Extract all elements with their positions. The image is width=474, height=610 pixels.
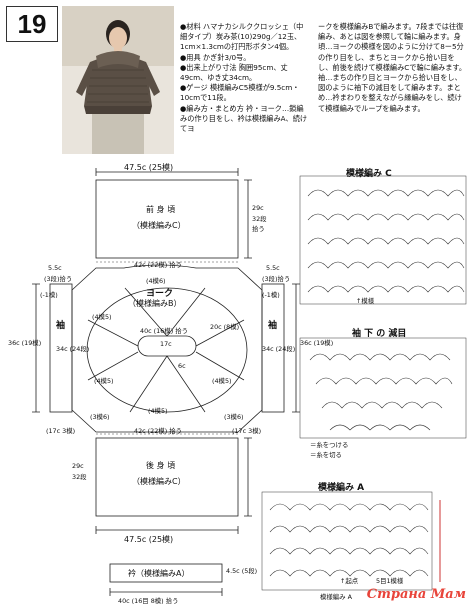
yoke-label: ヨーク xyxy=(146,289,174,299)
gauge-line: ●ゲージ 模様編みC5模様が9.5cm・10cmで11段。 xyxy=(180,83,300,103)
tools-line: ●用具 かぎ針3/0号。 xyxy=(180,52,251,62)
rows-front-label: 32段 xyxy=(252,215,267,223)
minus1-left-label: (-1模) xyxy=(40,291,58,299)
back-pattern-label: （模様編みC） xyxy=(132,477,186,486)
width-top-label: 47.5c (25模) xyxy=(124,163,174,172)
right-sleeve-shape xyxy=(261,283,285,413)
m36-right-label: (3模6) xyxy=(224,413,244,421)
collar-width-label: 40c (16目 8模) 拾う xyxy=(118,597,179,605)
c55-left-label: 5.5c xyxy=(48,264,62,272)
chart-c-caption: ↑模様 xyxy=(356,297,375,305)
chart-a-area xyxy=(261,491,433,591)
chart-decrease-title: 袖 下 の 減目 xyxy=(352,329,407,339)
front-pattern-label: （模様編みC） xyxy=(132,221,186,230)
m45-bottom-label: (4模5) xyxy=(148,407,168,415)
collar-height-label: 4.5c (5段) xyxy=(226,567,258,575)
sleeve-right-label: 袖 xyxy=(268,321,278,331)
width-bottom-label: 47.5c (25模) xyxy=(124,535,174,544)
mid-bottom-label: 42c (22模) 拾う xyxy=(134,427,182,435)
chart-a-bottom-label: 模様編み A xyxy=(320,593,352,601)
model-photo xyxy=(62,6,174,154)
c17-left-label: (17c 3模) xyxy=(46,427,76,435)
chart-a-stitches xyxy=(269,503,429,577)
c34-right-label: 34c (24段) xyxy=(262,345,296,353)
yoke-round xyxy=(86,287,248,413)
legend-cut: ＝糸を切る xyxy=(310,451,342,459)
c17-right-label: (17c 3模) xyxy=(232,427,262,435)
left-sleeve-shape xyxy=(49,283,73,413)
front-body-shape xyxy=(95,179,239,259)
rows-back-label: 32段 xyxy=(72,473,87,481)
c55-pick-left-label: (3段)拾う xyxy=(44,275,73,283)
front-body-label: 前 身 頃 xyxy=(146,205,176,214)
yoke-pattern-label: （模様編みB） xyxy=(128,299,182,308)
back-body-label: 後 身 頃 xyxy=(146,461,176,470)
height-back-label: 29c xyxy=(72,462,84,470)
chart-a-caption: 5目1模様 xyxy=(376,577,404,585)
height-front-label: 29c xyxy=(252,204,264,212)
legend-attach: ＝糸をつける xyxy=(310,441,349,449)
materials-list: ●材料 ハマナカシルククロッシェ（中細タイプ）炭み茶(10)290g／12玉、1… xyxy=(180,22,310,134)
collar-label: 衿（模様編みA） xyxy=(128,569,190,578)
c55-pick-right-label: (3段)拾う xyxy=(262,275,291,283)
chart-decrease-stitches xyxy=(309,353,453,431)
mid-top-label: 42c (22模) 拾う xyxy=(134,261,182,269)
watermark-text: Страна Мам xyxy=(366,587,466,602)
chart-c-area xyxy=(299,175,467,305)
chart-decrease-area xyxy=(299,337,467,439)
m46-top-label: (4模6) xyxy=(146,277,166,285)
page-number: 19 xyxy=(6,6,58,42)
size-line: ●出来上がり寸法 胸囲95cm、丈49cm、ゆき丈34cm。 xyxy=(180,62,288,83)
chart-c-stitches xyxy=(307,189,465,293)
chart-a-arrow: ↑起点 xyxy=(340,577,359,585)
m45-left-bottom-label: (4模5) xyxy=(94,377,114,385)
chart-a-title: 模様編み A xyxy=(318,483,365,493)
chart-c-title: 模様編み C xyxy=(346,169,392,179)
c17-label: 17c xyxy=(160,340,172,348)
m45-left-label: (4模5) xyxy=(92,313,112,321)
c40-label: 40c (16模) 拾う xyxy=(140,327,188,335)
c34-left-label: 34c (24段) xyxy=(56,345,90,353)
yoke-shape xyxy=(71,264,263,433)
m45-right-bottom-label: (4模5) xyxy=(212,377,232,385)
back-body-shape xyxy=(95,437,239,517)
m36-left-label: (3模6) xyxy=(90,413,110,421)
c6-label: 6c xyxy=(178,362,186,370)
c36-left-label: 36c (19模) xyxy=(8,339,42,347)
collar-shape xyxy=(109,563,223,583)
minus1-right-label: (-1模) xyxy=(262,291,280,299)
method-line: ●編み方・まとめ方 衿・ヨーク…鎖編みの作り目をし、衿は模様編みA、続けてヨ xyxy=(180,103,308,134)
c55-right-label: 5.5c xyxy=(266,264,280,272)
c20-label: 20c (8模) xyxy=(210,323,240,331)
instructions-text: ークを模様編みBで編みます。7段までは往復編み、あとは図を参照して輪に編みます。… xyxy=(318,22,467,113)
materials-line: ●材料 ハマナカシルククロッシェ（中細タイプ）炭み茶(10)290g／12玉、1… xyxy=(180,22,304,52)
sleeve-left-label: 袖 xyxy=(56,321,66,331)
pick-front-label: 拾う xyxy=(252,225,265,233)
c36-right-label: 36c (19模) xyxy=(300,339,334,347)
